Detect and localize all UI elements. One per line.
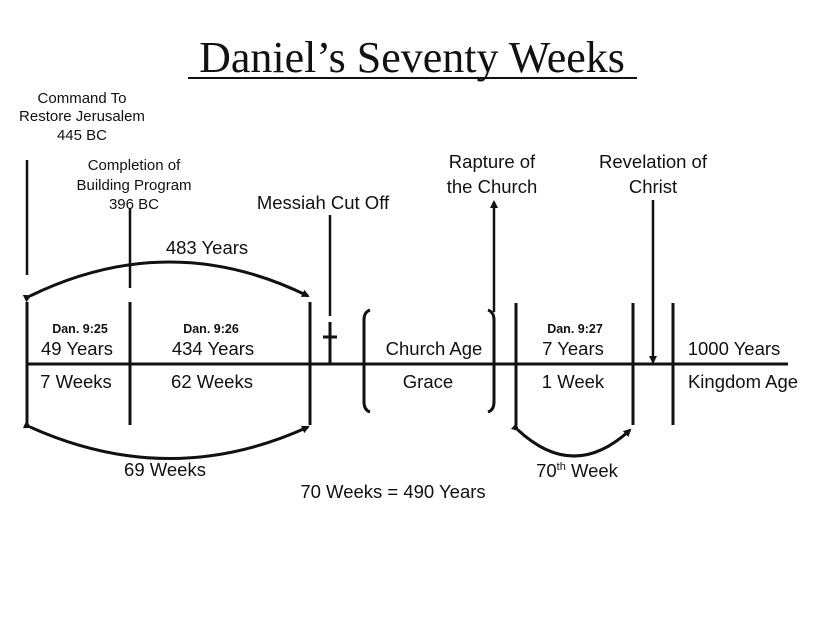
messiah-label: Messiah Cut Off bbox=[257, 192, 390, 213]
seg2-ref: Dan. 9:26 bbox=[183, 322, 239, 336]
seg2-weeks: 62 Weeks bbox=[171, 371, 253, 392]
svg-text:445 BC: 445 BC bbox=[57, 127, 107, 144]
kingdom-age: Kingdom Age bbox=[688, 371, 798, 392]
arc-69-weeks bbox=[22, 420, 310, 460]
svg-text:Restore Jerusalem: Restore Jerusalem bbox=[19, 108, 145, 125]
cross-icon bbox=[323, 322, 337, 364]
seg3-ref: Dan. 9:27 bbox=[547, 322, 603, 336]
seg3-years: 7 Years bbox=[542, 338, 604, 359]
arc-70th-week bbox=[510, 422, 632, 458]
svg-text:Rapture of: Rapture of bbox=[449, 151, 536, 172]
revelation-label: Revelation of Christ bbox=[599, 151, 708, 197]
arc-483-years bbox=[22, 260, 310, 303]
svg-text:396 BC: 396 BC bbox=[109, 196, 159, 213]
483-years-label: 483 Years bbox=[166, 237, 248, 258]
69-weeks-label: 69 Weeks bbox=[124, 459, 206, 480]
svg-text:Christ: Christ bbox=[629, 176, 677, 197]
church-age: Church Age bbox=[386, 338, 483, 359]
church-bracket-right bbox=[487, 308, 496, 414]
svg-text:the Church: the Church bbox=[447, 176, 538, 197]
total-label: 70 Weeks = 490 Years bbox=[300, 481, 485, 502]
svg-text:Revelation of: Revelation of bbox=[599, 151, 708, 172]
seg3-weeks: 1 Week bbox=[542, 371, 605, 392]
rapture-label: Rapture of the Church bbox=[447, 151, 538, 197]
svg-text:Command To: Command To bbox=[38, 90, 127, 107]
seg1-weeks: 7 Weeks bbox=[40, 371, 112, 392]
seg1-ref: Dan. 9:25 bbox=[52, 322, 108, 336]
church-bracket-left bbox=[362, 308, 371, 414]
svg-text:Completion of: Completion of bbox=[88, 157, 181, 174]
grace: Grace bbox=[403, 371, 453, 392]
command-label: Command To Restore Jerusalem 445 BC bbox=[19, 90, 145, 144]
diagram-title: Daniel’s Seventy Weeks bbox=[199, 33, 625, 82]
svg-text:Building Program: Building Program bbox=[76, 177, 191, 194]
completion-label: Completion of Building Program 396 BC bbox=[76, 157, 191, 213]
70th-week-label: 70th Week bbox=[536, 460, 619, 481]
seg2-years: 434 Years bbox=[172, 338, 254, 359]
seg1-years: 49 Years bbox=[41, 338, 113, 359]
kingdom-years: 1000 Years bbox=[688, 338, 781, 359]
